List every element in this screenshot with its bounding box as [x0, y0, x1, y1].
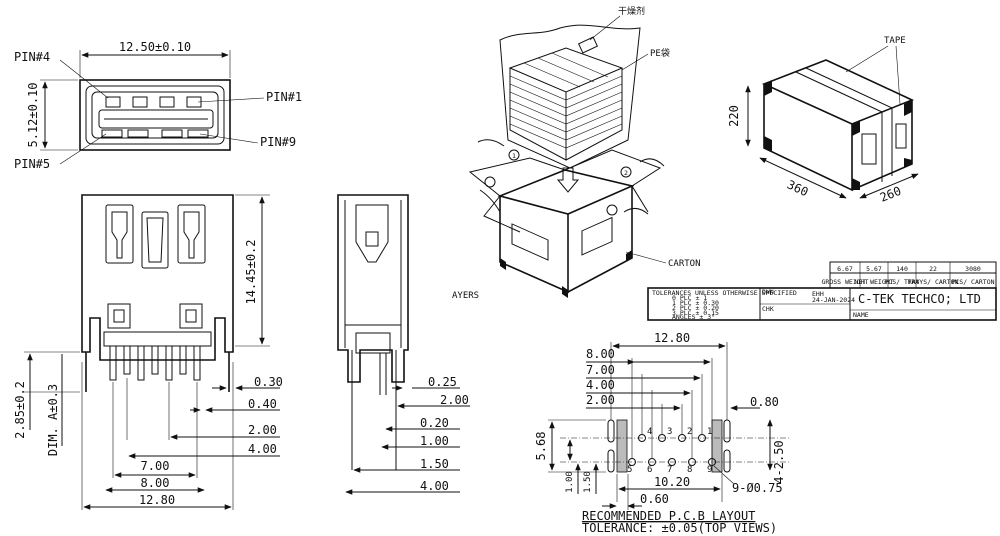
pcb-dim-1280: 12.80	[654, 331, 690, 345]
shell-outline	[81, 194, 234, 361]
dim-a-label: DIM. A±0.3	[46, 384, 60, 456]
desiccant-label: 干燥剂	[618, 5, 645, 17]
side-dim-025: 0.25	[428, 375, 457, 389]
side-dim-100: 1.00	[420, 434, 449, 448]
date-label: 24-JAN-2024	[812, 296, 855, 304]
net-weight-header: NET WEIGHT	[854, 278, 893, 286]
packaging-illustration: 干燥剂 PE袋 1 2 CAR	[452, 5, 701, 301]
carton	[468, 149, 662, 298]
side-dim-400: 4.00	[420, 479, 449, 493]
pcb-dim-700: 7.00	[586, 363, 615, 377]
tolerance-1plc: 1 PLC ± 0.30	[672, 299, 719, 307]
pin9-label: PIN#9	[260, 135, 296, 149]
front-view: 12.50±0.10 5.12±0.10 PIN#4 PIN#1 PIN#9 P…	[14, 40, 302, 171]
pcb-pin-9: 9	[707, 465, 712, 475]
pcb-pin-1: 1	[707, 427, 712, 437]
side-dim-150: 1.50	[420, 457, 449, 471]
tolerance-angles: ANGLES ± 3°	[672, 313, 715, 321]
bottom-height-dim: 14.45±0.2	[244, 239, 258, 304]
pcs-carton-value: 3080	[965, 265, 981, 273]
pcb-caption: RECOMMENDED P.C.B LAYOUT	[582, 509, 755, 523]
gross-weight-value: 6.67	[837, 265, 853, 273]
pcs-carton-header: PCS/ CARTON	[951, 278, 994, 286]
pcb-pin-2: 2	[687, 427, 692, 437]
tolerance-2plc: 2 PLC ± 0.20	[672, 304, 719, 312]
tolerance-heading: TOLERANCES UNLESS OTHERWISE SPECIFIED	[652, 289, 797, 297]
pcb-dim-060: 0.60	[640, 492, 669, 506]
pin1-label: PIN#1	[266, 90, 302, 104]
chk-label: CHK	[762, 305, 774, 313]
connector-outline	[79, 79, 231, 151]
dim-1280: 12.80	[139, 493, 175, 507]
dim-400: 4.00	[248, 442, 277, 456]
pcs-tray-value: 140	[896, 265, 908, 273]
carton-label: CARTON	[668, 259, 701, 269]
pcs-tray-header: PCS/ TRAY	[884, 278, 919, 286]
pcb-dim-400: 4.00	[586, 378, 615, 392]
pin5-label: PIN#5	[14, 157, 50, 171]
box-width-dim: 260	[878, 184, 903, 205]
pcb-dim-200: 2.00	[586, 393, 615, 407]
layers-label: AYERS	[452, 291, 479, 301]
pcb-pin-6: 6	[647, 465, 652, 475]
dim-040: 0.40	[248, 397, 277, 411]
box-height-dim: 220	[727, 105, 741, 127]
company-name: C-TEK TECHCO; LTD	[858, 292, 981, 306]
step1-marker: 1	[512, 152, 516, 160]
box-length-dim: 360	[785, 177, 811, 199]
pcb-pin-8: 8	[687, 465, 692, 475]
pcb-hole-dim: 9-Ø0.75	[732, 481, 783, 495]
gross-weight-header: GROSS WEIGHT	[822, 278, 869, 286]
tray-stack	[508, 47, 624, 161]
pcb-dim-100: 1.00	[565, 471, 575, 493]
front-height-dim: 5.12±0.10	[26, 82, 40, 147]
front-width-dim: 12.50±0.10	[119, 40, 191, 54]
step2-marker: 2	[624, 169, 628, 177]
pcb-dim-800: 8.00	[586, 347, 615, 361]
pcb-dim-150: 1.50	[583, 471, 593, 493]
dim-700: 7.00	[141, 459, 170, 473]
side-view: 0.25 2.00 0.20 1.00 1.50 4.00	[337, 194, 470, 495]
pcb-pin-7: 7	[667, 465, 672, 475]
leg-height-dim: 2.85±0.2	[13, 381, 27, 439]
dim-200: 2.00	[248, 423, 277, 437]
pcb-dim-1020: 10.20	[654, 475, 690, 489]
dwn-label: DWN	[762, 288, 774, 296]
trays-carton-value: 22	[929, 265, 937, 273]
net-weight-value: 5.67	[866, 265, 882, 273]
ehh-label: EHH	[812, 290, 824, 298]
pcb-layout: 4 3 2 1 5 6 7 8 9 12.80 8.00 7.00 4.00 2…	[534, 331, 790, 535]
tolerance-3plc: 3 PLC ± 0.15	[672, 309, 719, 317]
pcb-dim-080: 0.80	[750, 395, 779, 409]
pcb-dim-4-250: 4-2.50	[772, 440, 786, 483]
title-block: 6.67 5.67 140 22 3080 GROSS WEIGHT NET W…	[647, 261, 997, 321]
trays-carton-header: TRAYS/ CARTON	[908, 278, 959, 286]
dim-030: 0.30	[254, 375, 283, 389]
dim-800: 8.00	[141, 476, 170, 490]
side-outline	[337, 194, 409, 383]
pcb-pin-4: 4	[647, 427, 652, 437]
pcb-dim-568: 5.68	[534, 432, 548, 461]
pe-bag-label: PE袋	[650, 47, 670, 59]
side-dim-020: 0.20	[420, 416, 449, 430]
tape-label: TAPE	[884, 36, 906, 46]
pcb-tolerance: TOLERANCE: ±0.05(TOP VIEWS)	[582, 521, 777, 535]
pcb-pin-3: 3	[667, 427, 672, 437]
carton-box-iso: TAPE 220 360 260	[727, 36, 919, 205]
side-dim-200: 2.00	[440, 393, 469, 407]
pcb-pin-5: 5	[627, 465, 632, 475]
bottom-view: 14.45±0.2 2.85±0.2 DIM. A±0.3 0.30 0.40 …	[13, 194, 283, 510]
name-label: NAME	[853, 311, 869, 319]
pin4-label: PIN#4	[14, 50, 50, 64]
tolerance-0plc: 0 PLC ± 1	[672, 294, 707, 302]
